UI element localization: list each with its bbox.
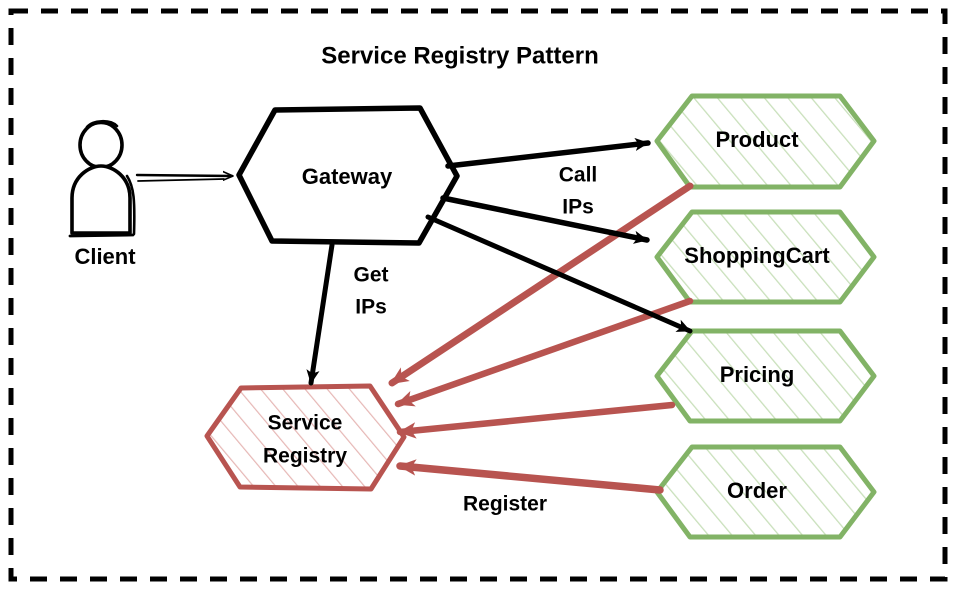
- edge-label-get-ips: Get IPs: [353, 264, 388, 319]
- get-ips-label-line1: Get: [353, 264, 388, 287]
- order-label: Order: [727, 478, 787, 503]
- edge-shoppingcart-to-registry[interactable]: [394, 297, 694, 408]
- node-gateway[interactable]: Gateway: [236, 105, 460, 246]
- gateway-hexagon-shape: [236, 105, 460, 246]
- pricing-label: Pricing: [720, 362, 795, 387]
- edge-gateway-to-product[interactable]: [445, 137, 651, 169]
- client-body-icon: [70, 164, 132, 235]
- edge-label-call-ips: Call IPs: [559, 164, 598, 219]
- register-label: Register: [463, 493, 547, 516]
- edge-gateway-to-service-registry[interactable]: [306, 242, 335, 386]
- call-ips-label-line1: Call: [559, 164, 598, 187]
- edge-product-to-registry[interactable]: [388, 182, 694, 387]
- gateway-label: Gateway: [302, 164, 393, 189]
- call-ips-label-line2: IPs: [562, 196, 594, 219]
- edge-pricing-to-registry[interactable]: [396, 401, 676, 439]
- page-title: Service Registry Pattern: [321, 42, 598, 69]
- edge-order-to-registry[interactable]: [396, 459, 664, 494]
- client-actor: Client: [68, 119, 136, 269]
- product-label: Product: [715, 127, 799, 152]
- client-head-icon: [78, 120, 124, 170]
- node-product[interactable]: Product: [654, 93, 877, 190]
- pricing-hexagon-shape: [654, 328, 877, 424]
- service-registry-label-line2: Registry: [263, 445, 347, 468]
- client-head-sketch-icon: [85, 119, 119, 129]
- client-label: Client: [74, 244, 136, 269]
- diagram-outer-border: [8, 8, 948, 582]
- shoppingcart-label: ShoppingCart: [684, 243, 830, 268]
- client-base-sketch-icon: [68, 233, 135, 238]
- get-ips-label-line2: IPs: [355, 296, 387, 319]
- edge-client-to-gateway-sketch: [137, 178, 225, 182]
- shoppingcart-hexagon-shape: [654, 209, 877, 305]
- call-edges-group: [135, 137, 693, 386]
- client-figure-icon: [68, 119, 136, 238]
- node-shoppingcart[interactable]: ShoppingCart: [654, 209, 877, 305]
- service-registry-label-line1: Service: [268, 412, 343, 435]
- edge-client-to-gateway[interactable]: [135, 175, 232, 176]
- edge-gateway-to-pricing[interactable]: [425, 214, 693, 334]
- product-hexagon-shape: [654, 93, 877, 190]
- node-pricing[interactable]: Pricing: [654, 328, 877, 424]
- client-body-sketch-icon: [125, 174, 136, 236]
- edge-gateway-to-shoppingcart[interactable]: [440, 195, 650, 244]
- service-registry-hexagon-shape: [204, 383, 407, 492]
- node-service-registry[interactable]: Service Registry: [204, 383, 407, 492]
- register-edges-group: [388, 182, 694, 494]
- node-order[interactable]: Order: [654, 444, 877, 540]
